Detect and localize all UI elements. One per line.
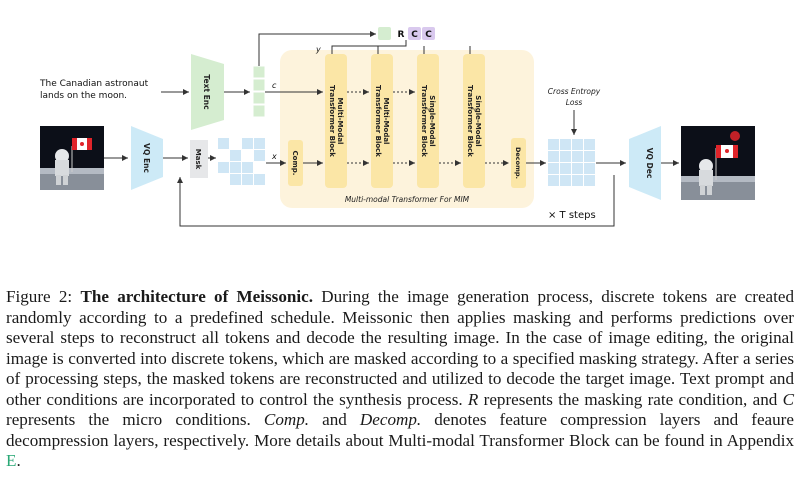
transformer-block-1 — [325, 54, 347, 188]
vq-encoder — [131, 126, 163, 190]
vq-decoder — [629, 126, 661, 200]
input-image — [40, 126, 104, 190]
caption-text-3: represents the micro conditions. — [6, 410, 251, 429]
prompt-text-line2: lands on the moon. — [40, 91, 127, 101]
output-token-grid — [548, 139, 595, 186]
block-3-line2: Transformer Block — [420, 85, 428, 157]
mask-box — [190, 140, 208, 178]
text-encoder-label: Text Enc — [202, 74, 211, 109]
block-4-line1: Single-Modal — [474, 95, 482, 146]
output-image — [681, 126, 755, 200]
symbol-y: y — [315, 45, 321, 54]
appendix-link[interactable]: E — [6, 451, 17, 470]
loss-label-line1: Cross Entropy — [548, 87, 601, 96]
condition-C2: C — [425, 30, 432, 40]
block-2-line2: Transformer Block — [374, 85, 382, 157]
decomp-block — [511, 138, 526, 188]
block-3-line1: Single-Modal — [428, 95, 436, 146]
symbol-x: x — [271, 152, 277, 161]
symbol-c: c — [272, 81, 277, 90]
caption-text-4: and — [322, 410, 347, 429]
caption-sym-C: C — [782, 389, 794, 409]
architecture-diagram: The Canadian astronaut lands on the moon… — [39, 27, 755, 227]
mask-label: Mask — [194, 149, 202, 170]
text-token-column — [252, 65, 266, 118]
transformer-block-3 — [417, 54, 439, 188]
decomp-label: Decomp. — [514, 147, 522, 179]
condition-C1: C — [411, 30, 418, 40]
block-2-line1: Multi-Modal — [382, 98, 390, 145]
mim-transformer-container — [280, 50, 534, 208]
caption-text-1: During the image generation process, dis… — [6, 287, 795, 409]
prompt-text-line1: The Canadian astronaut — [39, 79, 149, 89]
masked-token-grid — [218, 138, 265, 185]
transformer-block-4 — [463, 54, 485, 188]
loss-label-line2: Loss — [566, 98, 583, 107]
caption-text-5: denotes feature compression layers and f… — [6, 410, 794, 450]
figure-caption: Figure 2: The architecture of Meissonic.… — [6, 287, 794, 472]
caption-figure-label: Figure 2: — [6, 287, 73, 306]
condition-R: R — [398, 30, 405, 40]
comp-label: Comp. — [291, 151, 299, 176]
comp-block — [288, 140, 303, 186]
vq-encoder-label: VQ Enc — [142, 143, 151, 173]
caption-end: . — [16, 451, 21, 470]
caption-text-2: represents the masking rate condition, a… — [483, 389, 778, 409]
caption-sym-R: R — [467, 389, 479, 409]
text-encoder — [191, 54, 224, 130]
steps-label: × T steps — [548, 210, 596, 221]
caption-comp-term: Comp. — [263, 410, 310, 429]
caption-decomp-term: Decomp. — [359, 410, 422, 429]
block-1-line2: Transformer Block — [328, 85, 336, 157]
block-4-line2: Transformer Block — [466, 85, 474, 157]
vq-decoder-label: VQ Dec — [645, 148, 654, 179]
container-label: Multi-modal Transformer For MIM — [345, 195, 470, 204]
conditions-group: R C C — [378, 27, 435, 40]
transformer-block-2 — [371, 54, 393, 188]
block-1-line1: Multi-Modal — [336, 98, 344, 145]
caption-title: The architecture of Meissonic. — [80, 287, 313, 306]
